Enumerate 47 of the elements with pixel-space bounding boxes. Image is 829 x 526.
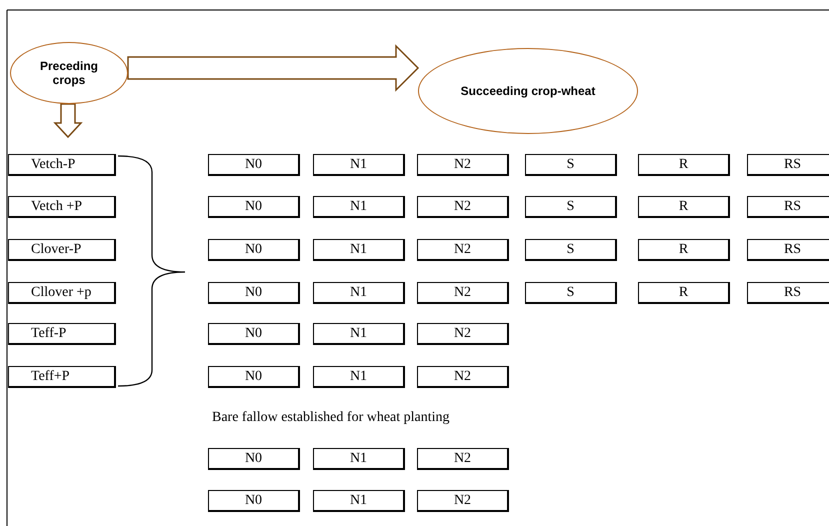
treatment-cell: R xyxy=(638,154,730,176)
treatment-cell: RS xyxy=(747,154,829,176)
treatment-cell: S xyxy=(525,196,617,218)
treatment-box: Cllover +p xyxy=(8,282,116,304)
treatment-cell: N2 xyxy=(417,448,509,470)
treatment-cell: N0 xyxy=(208,282,300,304)
treatment-cell: N0 xyxy=(208,448,300,470)
treatment-box: Teff-P xyxy=(8,323,116,345)
treatment-box: Vetch-P xyxy=(8,154,116,176)
treatment-cell: R xyxy=(638,196,730,218)
treatment-cell: N1 xyxy=(313,366,405,388)
treatment-box: Clover-P xyxy=(8,239,116,261)
treatment-cell: N1 xyxy=(313,490,405,512)
treatment-cell: R xyxy=(638,282,730,304)
treatment-cell: N2 xyxy=(417,282,509,304)
treatment-cell: R xyxy=(638,239,730,261)
treatment-cell: RS xyxy=(747,196,829,218)
treatment-cell: N0 xyxy=(208,239,300,261)
treatment-cell: N1 xyxy=(313,196,405,218)
treatment-cell: N2 xyxy=(417,154,509,176)
treatment-cell: N0 xyxy=(208,490,300,512)
treatment-box: Vetch +P xyxy=(8,196,116,218)
treatment-cell: N1 xyxy=(313,154,405,176)
block-arrow xyxy=(53,103,83,138)
treatment-cell: N1 xyxy=(313,323,405,345)
treatment-cell: N2 xyxy=(417,366,509,388)
treatment-cell: N2 xyxy=(417,323,509,345)
treatment-cell: N2 xyxy=(417,490,509,512)
ellipse-node: Preceding crops xyxy=(10,42,128,104)
treatment-cell: N1 xyxy=(313,282,405,304)
block-arrow xyxy=(127,44,420,92)
ellipse-node: Succeeding crop-wheat xyxy=(418,48,638,134)
treatment-cell: N2 xyxy=(417,239,509,261)
treatment-cell: S xyxy=(525,282,617,304)
treatment-cell: N1 xyxy=(313,448,405,470)
treatment-cell: S xyxy=(525,239,617,261)
treatment-cell: RS xyxy=(747,239,829,261)
treatment-cell: N2 xyxy=(417,196,509,218)
treatment-cell: N0 xyxy=(208,323,300,345)
note-text: Bare fallow established for wheat planting xyxy=(212,410,450,426)
treatment-cell: N0 xyxy=(208,154,300,176)
treatment-cell: N0 xyxy=(208,366,300,388)
treatment-cell: RS xyxy=(747,282,829,304)
treatment-cell: S xyxy=(525,154,617,176)
treatment-cell: N0 xyxy=(208,196,300,218)
treatment-box: Teff+P xyxy=(8,366,116,388)
treatment-cell: N1 xyxy=(313,239,405,261)
